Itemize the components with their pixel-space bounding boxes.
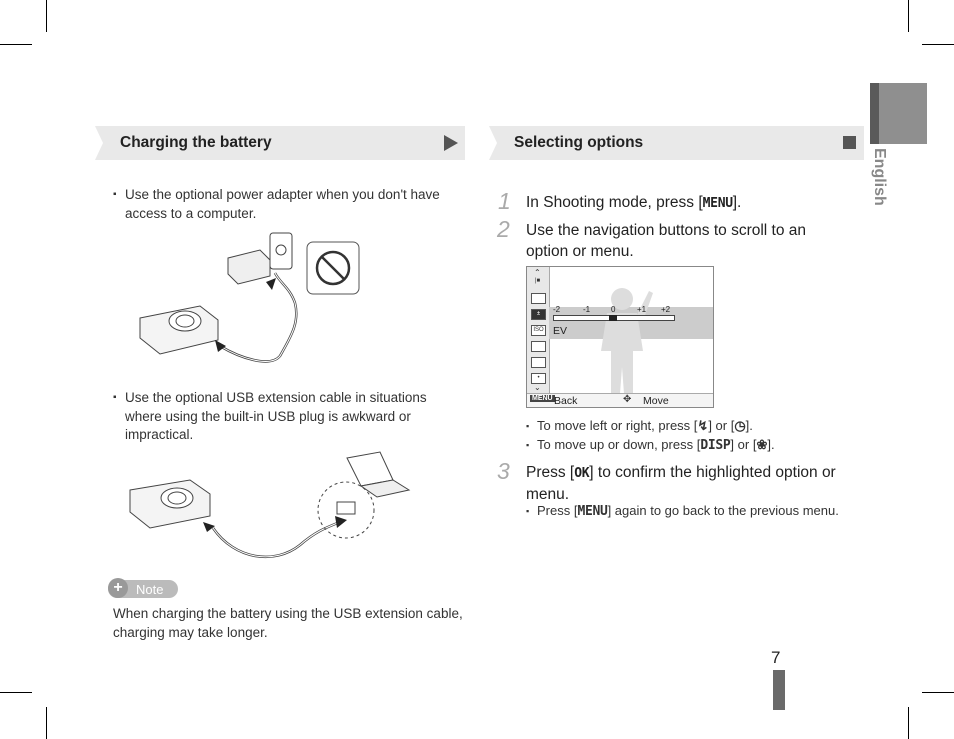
bullet-power-adapter: Use the optional power adapter when you … bbox=[113, 186, 460, 223]
page-number: 7 bbox=[771, 648, 781, 667]
adapter-illustration bbox=[139, 232, 360, 363]
back-label: Back bbox=[554, 395, 578, 407]
macro-icon: ❀ bbox=[756, 437, 768, 452]
crop-mark bbox=[46, 707, 47, 739]
crop-mark bbox=[46, 0, 47, 32]
side-tab-block bbox=[870, 83, 927, 144]
menu-key: MENU bbox=[702, 196, 733, 211]
bullet-usb-cable: Use the optional USB extension cable in … bbox=[113, 389, 445, 445]
plus-icon: + bbox=[108, 578, 128, 598]
section-header-band bbox=[95, 126, 465, 160]
page-number-bar bbox=[773, 670, 785, 710]
crop-mark bbox=[908, 707, 909, 739]
sub-bullet-back: Press [MENU] again to go back to the pre… bbox=[526, 502, 847, 521]
section-header-charging: Charging the battery bbox=[120, 134, 272, 151]
crop-mark bbox=[0, 692, 32, 693]
crop-mark bbox=[908, 0, 909, 32]
menu-button-icon: MENU bbox=[530, 395, 555, 402]
ev-scale: -2 -1 0 +1 +2 bbox=[553, 305, 675, 321]
down-arrow-icon: ⌄ bbox=[534, 383, 541, 392]
sub-bullet-left-right: To move left or right, press [↯] or [◷]. bbox=[526, 417, 857, 435]
section-header-band bbox=[489, 126, 864, 160]
camera-menu-sidebar: ⌃ |■ ± ISO • ⌄ bbox=[527, 267, 550, 407]
note-text: When charging the battery using the USB … bbox=[113, 606, 463, 640]
menu-icon bbox=[531, 341, 546, 352]
timer-icon: ◷ bbox=[734, 418, 746, 433]
crop-mark bbox=[0, 44, 32, 45]
camera-bottom-bar: MENU Back ✥ Move bbox=[527, 393, 713, 407]
step-number: 3 bbox=[497, 458, 510, 484]
step-3-text: Press [OK] to confirm the highlighted op… bbox=[526, 464, 836, 503]
crop-mark bbox=[922, 692, 954, 693]
up-arrow-icon: ⌃ bbox=[534, 268, 541, 277]
menu-icon: ISO bbox=[531, 325, 546, 336]
move-label: Move bbox=[643, 395, 669, 407]
person-silhouette bbox=[601, 288, 653, 407]
crop-mark bbox=[922, 44, 954, 45]
side-tab-label: English bbox=[871, 148, 888, 206]
menu-icon: • bbox=[531, 373, 546, 384]
end-square-icon bbox=[843, 136, 856, 149]
usb-cable-illustration bbox=[129, 451, 411, 559]
step-2-text: Use the navigation buttons to scroll to … bbox=[526, 222, 807, 260]
face-icon bbox=[531, 357, 546, 368]
disp-key: DISP bbox=[700, 438, 731, 453]
section-header-options: Selecting options bbox=[514, 134, 644, 151]
step-number: 1 bbox=[498, 188, 511, 214]
next-arrow-icon bbox=[444, 135, 458, 151]
menu-key: MENU bbox=[577, 504, 608, 519]
ok-key: OK bbox=[574, 466, 590, 481]
side-tab-strip bbox=[870, 83, 879, 144]
menu-icon bbox=[531, 293, 546, 304]
ev-icon: ± bbox=[531, 309, 546, 320]
step-1-text: In Shooting mode, press [MENU]. bbox=[526, 194, 742, 211]
ev-label: EV bbox=[553, 325, 568, 337]
step-number: 2 bbox=[497, 216, 510, 242]
ev-slider-thumb bbox=[609, 315, 617, 321]
menu-icon: |■ bbox=[534, 278, 541, 284]
camera-screen: ⌃ |■ ± ISO • ⌄ -2 -1 0 +1 +2 EV MENU Bac… bbox=[526, 266, 714, 408]
note-label: Note bbox=[136, 582, 164, 597]
sub-bullet-up-down: To move up or down, press [DISP] or [❀]. bbox=[526, 436, 857, 455]
move-nav-icon: ✥ bbox=[623, 394, 632, 405]
flash-icon: ↯ bbox=[697, 418, 709, 433]
